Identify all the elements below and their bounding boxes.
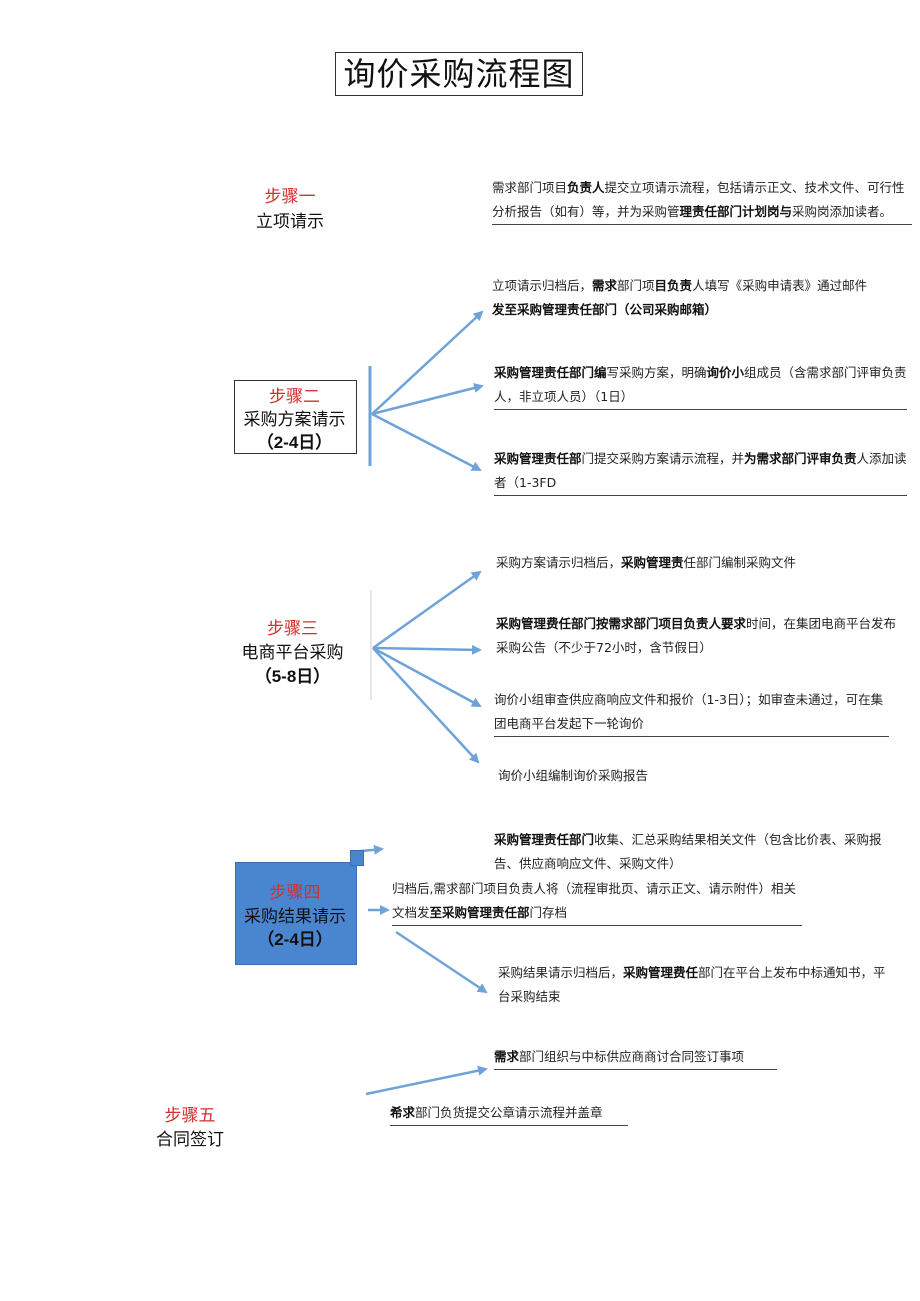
step2-arrow-1 — [371, 310, 484, 415]
step5-arrow-1 — [365, 1065, 488, 1096]
step2-item-2: 采购管理责任部门编写采购方案，明确询价小组成员（含需求部门评审负责人，非立项人员… — [494, 361, 907, 410]
step3-label: 步骤三 — [267, 619, 318, 639]
step3-arrow-2 — [372, 644, 482, 655]
step2-item-3: 采购管理责任部门提交采购方案请示流程，并为需求部门评审负责人添加读者（1-3FD — [494, 447, 907, 496]
step2-arrow-2 — [371, 383, 484, 416]
step4-days: （2-4日） — [257, 930, 333, 949]
step3-days: （5-8日） — [254, 667, 331, 686]
step2-arrow-3 — [371, 412, 482, 472]
page-title: 询价采购流程图 — [335, 52, 583, 96]
step3-item-3: 询价小组审查供应商响应文件和报价（1-3日）；如审查未通过，可在集团电商平台发起… — [494, 688, 889, 737]
step4-name: 采购结果请示 — [244, 907, 346, 927]
step3-item-4: 询价小组编制询价采购报告 — [498, 768, 649, 783]
step5-name: 合同签订 — [156, 1130, 224, 1150]
step5-item-2: 希求部门负货提交公章请示流程并盖章 — [390, 1101, 628, 1126]
step3-name: 电商平台采购 — [241, 643, 344, 663]
step3-item-2: 采购管理费任部门按需求部门项目负责人要求时间，在集团电商平台发布采购公告（不少于… — [496, 616, 897, 655]
step4-arrow-3 — [395, 930, 488, 994]
step2-label: 步骤二 — [269, 387, 320, 407]
step4-box — [235, 862, 357, 965]
step5-label: 步骤五 — [164, 1106, 216, 1126]
step1-item-1: 需求部门项目负责人提交立项请示流程，包括请示正文、技术文件、可行性分析报告（如有… — [492, 176, 912, 225]
step3-arrow-1 — [372, 570, 482, 650]
step4-label: 步骤四 — [269, 883, 321, 903]
step3-arrow-3 — [372, 646, 482, 708]
step2-item-1: 立项请示归档后，需求部门项目负责人填写《采购申请表》通过邮件发至采购管理责任部门… — [492, 278, 868, 317]
step2-box — [234, 380, 357, 454]
step4-box-notch — [350, 850, 364, 866]
step3-item-1: 采购方案请示归档后，采购管理责任部门编制采购文件 — [496, 555, 797, 570]
step5-item-1: 需求部门组织与中标供应商商讨合同签订事项 — [494, 1045, 777, 1070]
step4-item-2: 归档后,需求部门项目负责人将（流程审批页、请示正文、请示附件）相关文档发至采购管… — [392, 877, 802, 926]
step1-label: 步骤一 — [264, 187, 316, 207]
step1-name: 立项请示 — [256, 212, 324, 232]
step3-arrow-4 — [372, 647, 480, 764]
step4-item-3: 采购结果请示归档后，采购管理费任部门在平台上发布中标通知书，平台采购结束 — [498, 965, 886, 1004]
step2-days: （2-4日） — [256, 433, 333, 452]
step2-name: 采购方案请示 — [243, 410, 346, 430]
step4-item-1: 采购管理责任部门收集、汇总采购结果相关文件（包含比价表、采购报告、供应商响应文件… — [494, 832, 882, 871]
